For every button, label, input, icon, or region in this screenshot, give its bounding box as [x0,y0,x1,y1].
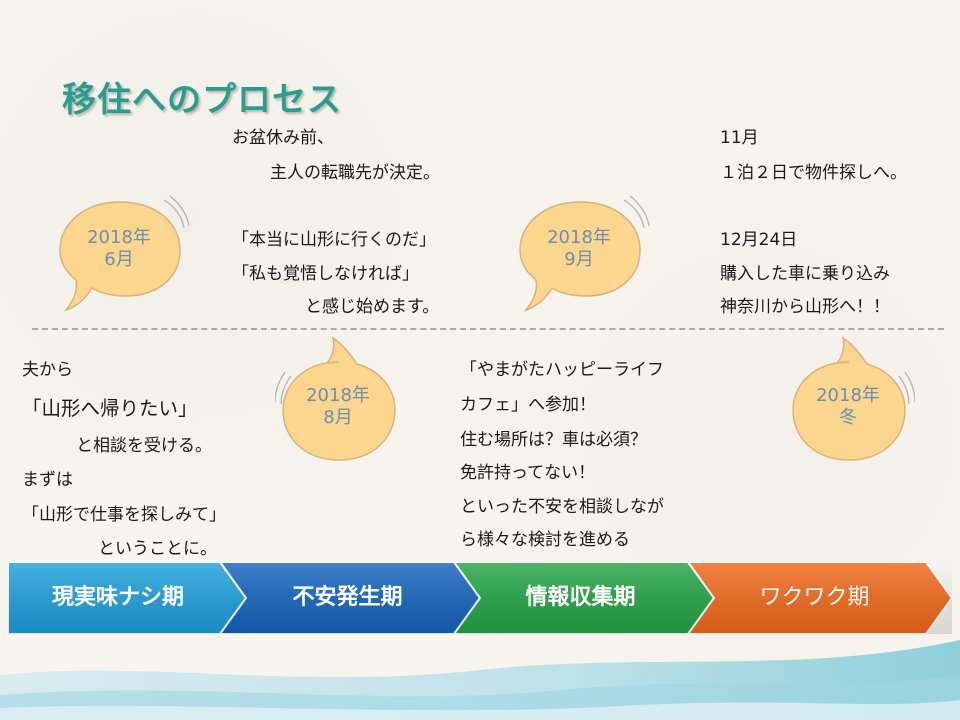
text-dec24: 12月24日 [720,230,798,250]
bubble-2018-june: 2018年 6月 [52,192,192,322]
text-progress: ら様々な検討を進める [460,530,630,550]
bubble-month: 冬 [839,407,857,428]
phase-label-2: 不安発生期 [292,585,403,610]
bubble-2018-winter: 2018年 冬 [785,336,916,471]
speech-bubble-icon [59,195,190,312]
page-title: 移住へのプロセス [62,80,342,120]
text-feel: と感じ始めます。 [305,297,440,317]
text-find-job: 「山形で仕事を探しみて」 [22,505,226,525]
sea-decoration [0,640,960,720]
bubble-month: 9月 [564,249,594,270]
speech-bubble-icon [274,336,396,461]
text-consulted: と相談を受ける。 [76,436,212,456]
text-prepare: 「私も覚悟しなければ」 [232,264,419,284]
text-november: 11月 [720,128,759,148]
text-kanagawa: 神奈川から山形へ！！ [720,297,890,317]
bubble-2018-august: 2018年 8月 [274,336,405,471]
text-husband-job: 主人の転職先が決定。 [270,163,440,183]
speech-bubble-icon [519,195,650,312]
phase-arrow-bar [8,562,952,634]
text-first: まずは [22,470,73,490]
text-really-yamagata: 「本当に山形に行くのだ」 [232,230,436,250]
phase-label-1: 現実味ナシ期 [51,585,184,610]
bubble-year: 2018年 [816,385,880,406]
text-happy-life: 「やまがたハッピーライフ [460,360,664,380]
text-obon: お盆休み前、 [232,128,334,148]
bubble-2018-september: 2018年 9月 [512,192,652,322]
bubble-year: 2018年 [547,227,611,248]
text-car: 購入した車に乗り込み [720,264,890,284]
bubble-year: 2018年 [306,385,370,406]
text-where-live: 住む場所は？車は必須？ [460,430,647,450]
bubble-month: 6月 [104,249,134,270]
text-no-license: 免許持ってない！ [460,463,596,483]
text-from-husband: 夫から [22,360,73,380]
bubble-year: 2018年 [87,227,151,248]
bubble-month: 8月 [323,407,353,428]
text-want-return: 「山形へ帰りたい」 [22,397,198,420]
text-cafe: カフェ」へ参加！ [460,395,596,415]
phase-label-4: ワクワク期 [759,585,870,610]
timeline-divider [32,328,944,330]
phase-label-3: 情報収集期 [525,585,636,610]
speech-bubble-icon [792,336,916,461]
text-consulting: といった不安を相談しなが [460,497,664,517]
text-decided: ということに。 [98,539,217,559]
text-house-hunt: １泊２日で物件探しへ。 [720,163,907,183]
